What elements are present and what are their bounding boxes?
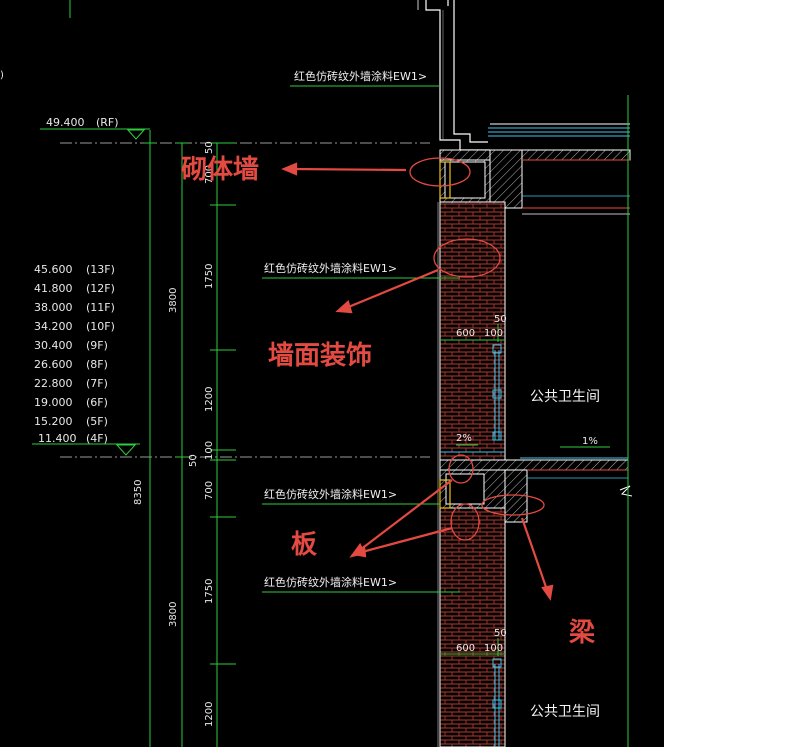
level-elev: 41.800 [34,282,73,295]
annotation-wall-finish: 墙面装饰 [268,341,372,371]
annotation-slab: 板 [291,530,317,560]
annotation-marks [409,157,545,541]
dimension-lines [69,0,236,747]
room-label-lower: 公共卫生间 [530,704,600,720]
dim-storey-lower: 3800 [168,602,179,627]
level-elev: 11.400 [38,432,77,445]
level-floor: (9F) [86,339,108,352]
level-floor: (11F) [86,301,115,314]
yellow-insulation [439,161,451,199]
win-50-lower: 50 [494,628,507,639]
level-elev: 15.200 [34,415,73,428]
slope-right: 1% [582,436,598,447]
win-600-upper: 600 [456,328,475,339]
level-floor: (8F) [86,358,108,371]
ew1-note-mid2: 红色仿砖纹外墙涂料EW1> [264,487,397,501]
ew1-note-mid1: 红色仿砖纹外墙涂料EW1> [264,261,397,275]
roof-top-finish [488,127,630,137]
level-floor: (12F) [86,282,115,295]
room-label-upper: 公共卫生间 [530,389,600,405]
level-elev: 22.800 [34,377,73,390]
annotation-beam: 梁 [568,618,595,648]
slope-left: 2% [456,433,472,444]
level-floor: (13F) [86,263,115,276]
ew1-leaders [262,85,460,593]
level-floor: (10F) [86,320,115,333]
ew1-note-top: 红色仿砖纹外墙涂料EW1> [294,69,427,83]
dim-700-top: 700 [204,165,215,184]
yellow-insulation [439,479,451,509]
dim-50-top: 50 [204,141,215,154]
dim-1750-upper: 1750 [204,264,215,289]
win-50-upper: 50 [494,314,507,325]
level-elev: 34.200 [34,320,73,333]
dim-1200-upper: 1200 [204,387,215,412]
drawing-background [0,0,664,747]
level-elev: 30.400 [34,339,73,352]
masonry-wall [437,201,506,747]
level-list: 45.600 (13F) 41.800 (12F) 38.000 (11F) 3… [32,263,430,458]
win-600-lower: 600 [456,643,475,654]
dim-total: 8350 [133,480,144,505]
window-dims [440,324,505,656]
level-floor: (6F) [86,396,108,409]
dim-1200-lower: 1200 [204,702,215,727]
level-floor: (7F) [86,377,108,390]
edge-mark: ) [0,70,4,81]
roof-level-elev: 49.400 [46,116,85,129]
dim-100-mid: 100 [204,441,215,460]
annotation-masonry-wall: 砌体墙 [181,155,259,185]
level-elev: 19.000 [34,396,73,409]
ew1-note-bottom: 红色仿砖纹外墙涂料EW1> [264,575,397,589]
win-100-lower: 100 [484,643,503,654]
window-frame [492,344,502,747]
level-elev: 38.000 [34,301,73,314]
roof-level-mark [40,128,430,144]
dim-50-mid: 50 [188,454,199,467]
dim-storey-upper: 3800 [168,288,179,313]
level-floor: (5F) [86,415,108,428]
dim-1750-lower: 1750 [204,579,215,604]
level-floor: (4F) [86,432,108,445]
win-100-upper: 100 [484,328,503,339]
level-elev: 45.600 [34,263,73,276]
roof-level-floor: (RF) [96,116,119,129]
annotation-arrows [281,162,554,601]
dim-700-lower: 700 [204,481,215,500]
level-elev: 26.600 [34,358,73,371]
